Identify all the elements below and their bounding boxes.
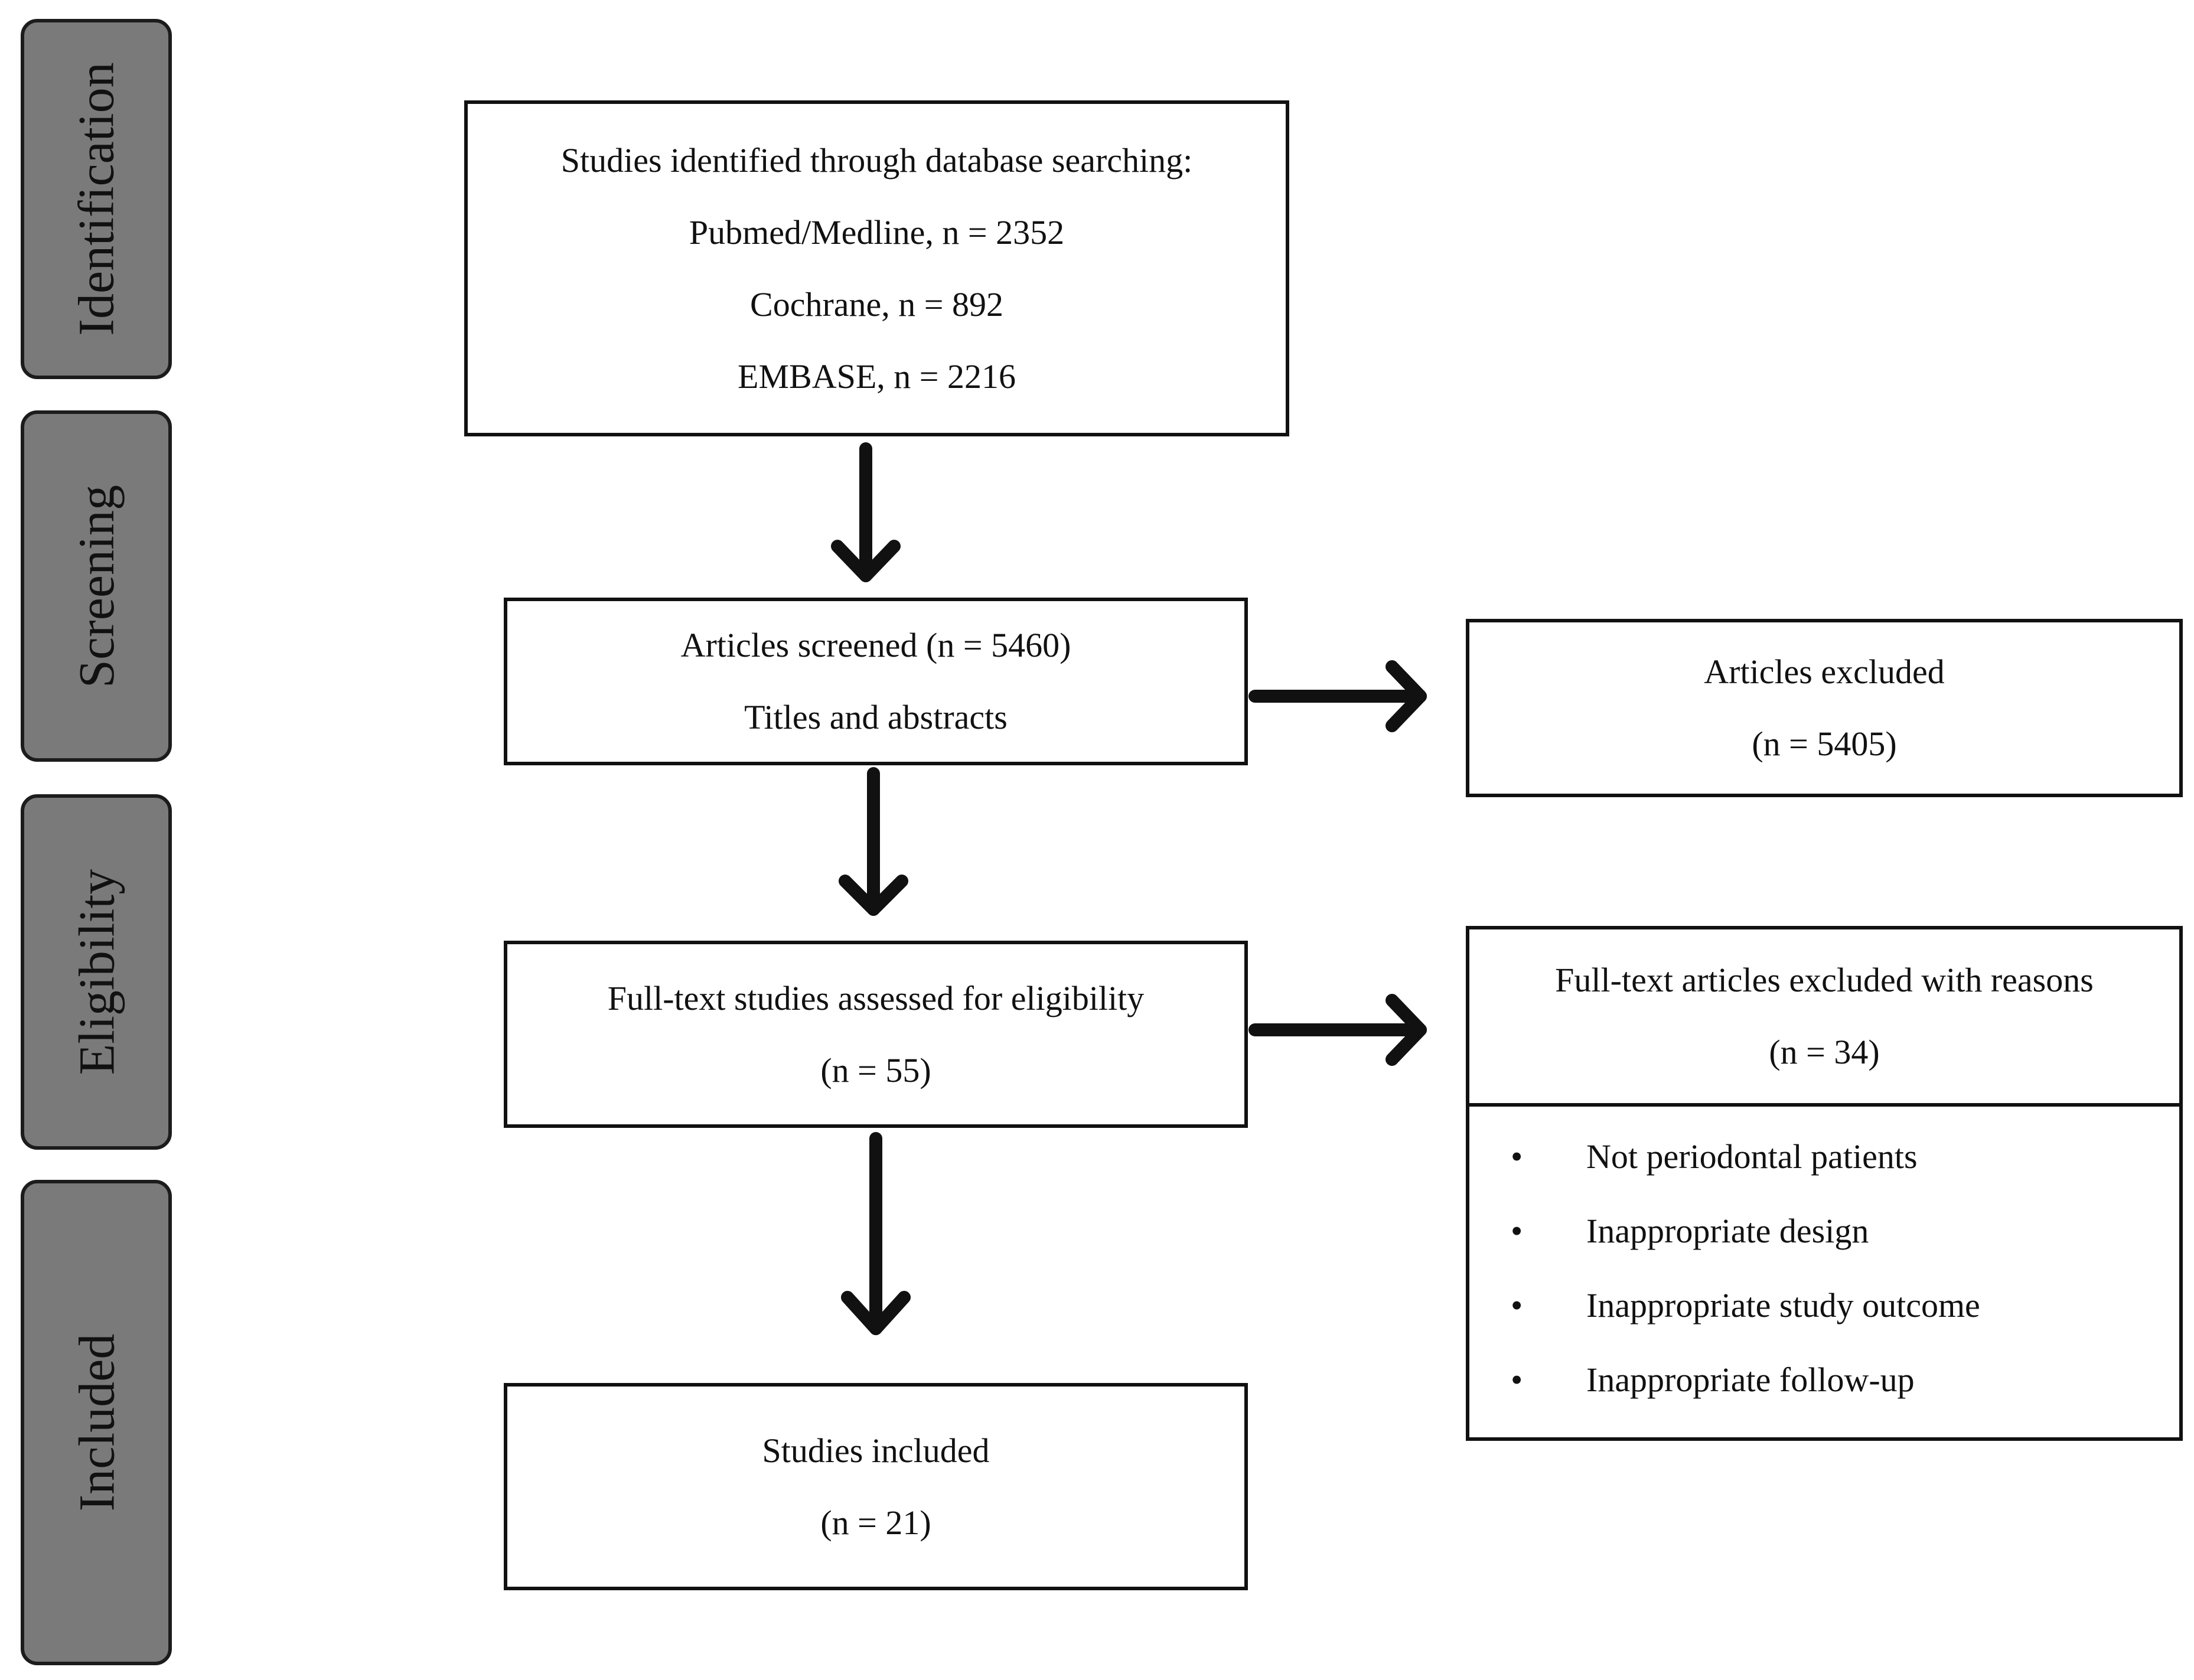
fulltext-excluded-box: Full-text articles excluded with reasons… — [1466, 926, 2183, 1441]
stage-screening: Screening — [21, 410, 172, 762]
eligibility-label: Full-text studies assessed for eligibili… — [607, 978, 1145, 1017]
screening-count: Articles screened (n = 5460) — [680, 626, 1071, 664]
bullet-icon: • — [1511, 1212, 1523, 1250]
exclusion-reason: • Inappropriate design — [1469, 1194, 2179, 1268]
fulltext-excluded-count: (n = 34) — [1769, 1033, 1880, 1071]
bullet-icon: • — [1511, 1361, 1523, 1399]
stage-label-included: Included — [68, 1333, 125, 1512]
stage-eligibility: Eligibility — [21, 794, 172, 1150]
stage-identification: Identification — [21, 19, 172, 379]
exclusion-reason: • Not periodontal patients — [1469, 1120, 2179, 1194]
bullet-icon: • — [1511, 1286, 1523, 1325]
eligibility-box: Full-text studies assessed for eligibili… — [504, 941, 1248, 1128]
exclusion-reason-text: Inappropriate design — [1586, 1212, 1869, 1250]
arrow-down-icon — [839, 767, 908, 916]
stage-label-identification: Identification — [68, 62, 125, 336]
arrow-down-icon — [841, 1132, 911, 1335]
eligibility-count: (n = 55) — [820, 1051, 931, 1089]
screening-scope: Titles and abstracts — [744, 698, 1008, 736]
bullet-icon: • — [1511, 1137, 1523, 1176]
excluded-box: Articles excluded (n = 5405) — [1466, 619, 2183, 797]
identification-heading: Studies identified through database sear… — [560, 141, 1193, 180]
excluded-count: (n = 5405) — [1752, 725, 1897, 763]
stage-label-screening: Screening — [68, 484, 125, 688]
included-box: Studies included (n = 21) — [504, 1383, 1248, 1590]
included-count: (n = 21) — [820, 1503, 931, 1542]
exclusion-reason-text: Not periodontal patients — [1586, 1137, 1918, 1176]
exclusion-reason: • Inappropriate follow-up — [1469, 1343, 2179, 1417]
exclusion-reasons-list: • Not periodontal patients • Inappropria… — [1469, 1107, 2179, 1417]
source-pubmed: Pubmed/Medline, n = 2352 — [689, 213, 1065, 252]
arrow-right-icon — [1248, 660, 1427, 732]
stage-included: Included — [21, 1180, 172, 1665]
arrow-down-icon — [831, 442, 901, 582]
stage-label-eligibility: Eligibility — [68, 869, 125, 1075]
identification-box: Studies identified through database sear… — [464, 100, 1289, 436]
exclusion-reason-text: Inappropriate follow-up — [1586, 1361, 1915, 1399]
arrow-right-icon — [1248, 994, 1427, 1066]
source-cochrane: Cochrane, n = 892 — [750, 285, 1003, 324]
exclusion-reason-text: Inappropriate study outcome — [1586, 1286, 1980, 1325]
included-label: Studies included — [762, 1431, 990, 1470]
screening-box: Articles screened (n = 5460) Titles and … — [504, 598, 1248, 765]
source-embase: EMBASE, n = 2216 — [738, 357, 1016, 396]
excluded-label: Articles excluded — [1704, 653, 1945, 691]
fulltext-excluded-header: Full-text articles excluded with reasons… — [1469, 929, 2179, 1107]
fulltext-excluded-label: Full-text articles excluded with reasons — [1555, 961, 2094, 999]
exclusion-reason: • Inappropriate study outcome — [1469, 1268, 2179, 1343]
